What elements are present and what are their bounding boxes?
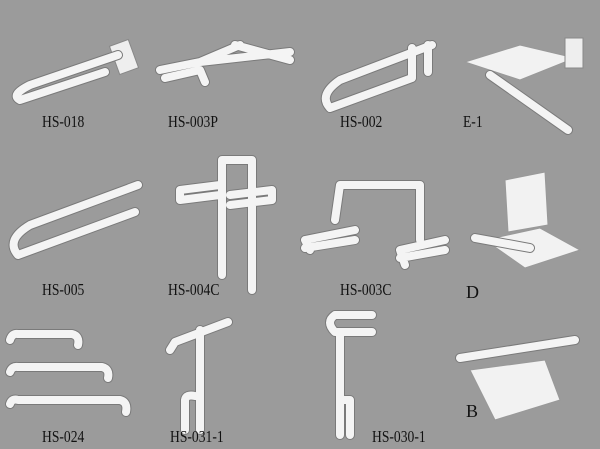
b-image [455, 335, 580, 421]
product-label-hs-018: HS-018 [42, 112, 85, 131]
hs-002-image [320, 40, 437, 113]
hs-003c-image [300, 180, 450, 270]
product-label-hs-031-1: HS-031-1 [170, 427, 224, 446]
hs-004c-image [175, 155, 277, 295]
product-label-hs-004c: HS-004C [168, 280, 220, 299]
hs-018-image [11, 38, 140, 105]
d-image [470, 171, 582, 269]
product-label-hs-003c: HS-003C [340, 280, 392, 299]
product-label-hs-002: HS-002 [340, 112, 383, 131]
product-label-hs-024: HS-024 [42, 427, 85, 446]
product-label-d: D [466, 282, 479, 302]
e-1-image [463, 37, 584, 135]
hs-003p-image [155, 40, 295, 87]
hs-030-1-image [325, 310, 377, 440]
product-label-e-1: E-1 [463, 112, 483, 131]
hs-031-1-image [165, 317, 233, 435]
hs-005-image [8, 180, 143, 260]
product-label-b: B [466, 401, 479, 421]
product-label-hs-005: HS-005 [42, 280, 85, 299]
product-label-hs-030-1: HS-030-1 [372, 427, 426, 446]
hs-024-image [5, 328, 132, 417]
product-label-hs-003p: HS-003P [168, 112, 218, 131]
